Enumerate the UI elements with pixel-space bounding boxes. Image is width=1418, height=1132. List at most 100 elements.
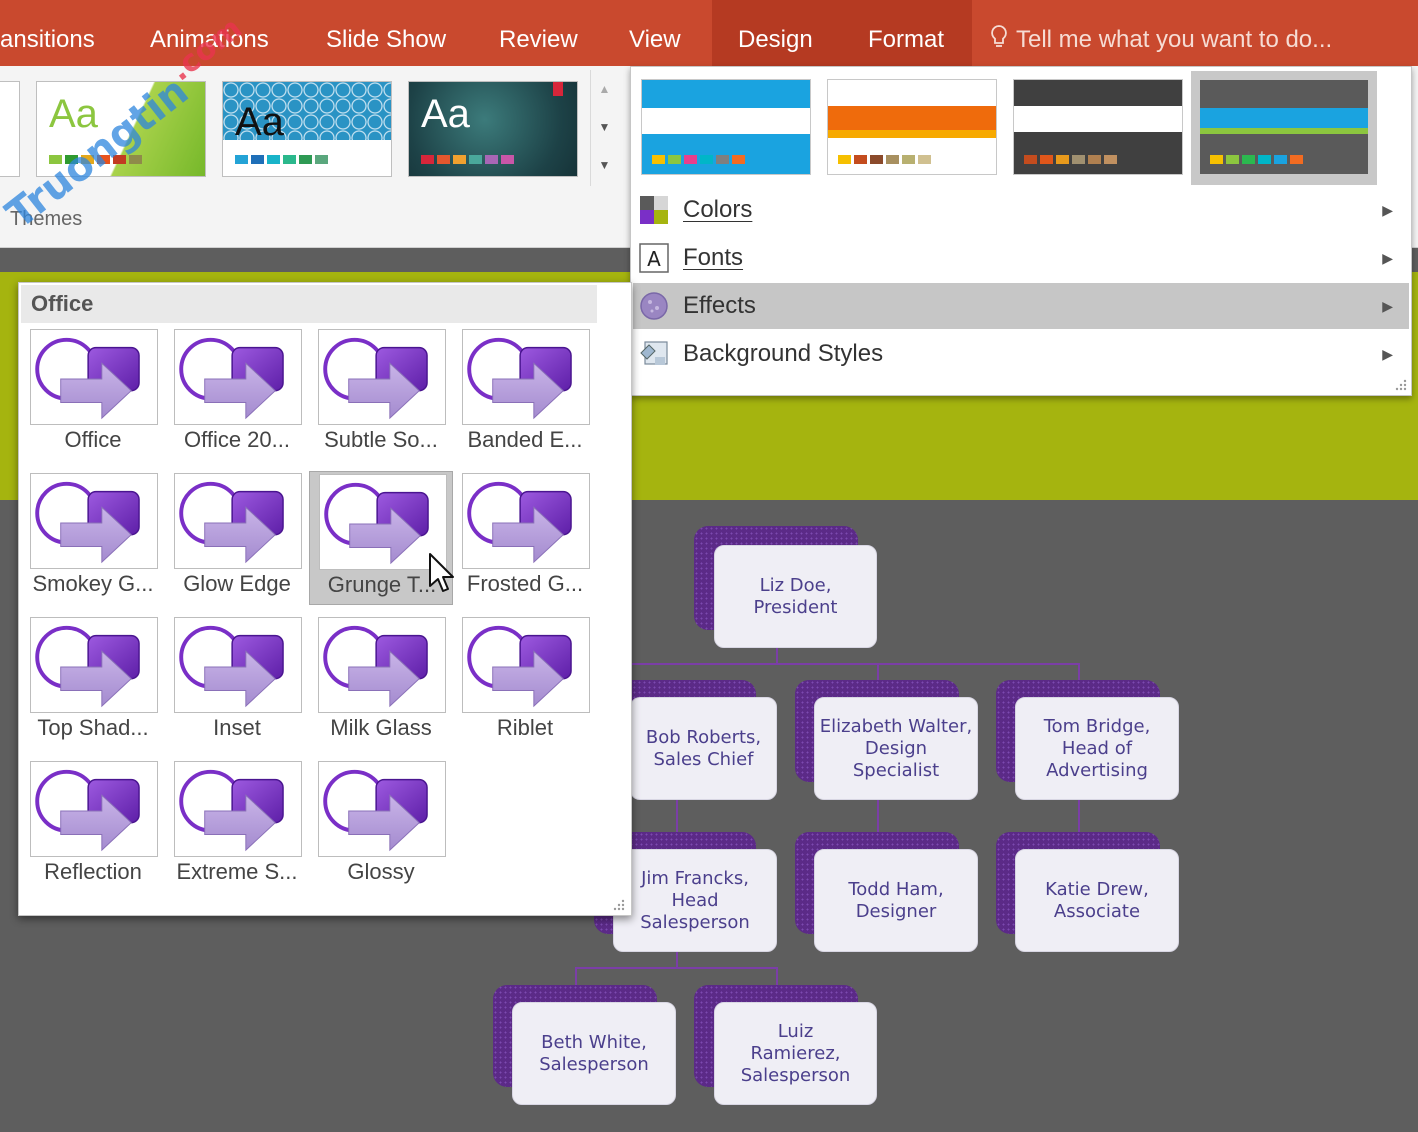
- org-node-elizabeth[interactable]: Elizabeth Walter, Design Specialist: [814, 697, 978, 800]
- connector: [1078, 800, 1080, 850]
- effect-label: Smokey G...: [32, 571, 154, 596]
- effect-option[interactable]: Banded E...: [453, 327, 597, 461]
- connector: [776, 648, 778, 664]
- tab-animations[interactable]: Animations: [150, 26, 269, 53]
- theme-preview-text: Aa: [421, 92, 470, 136]
- effect-option[interactable]: Grunge T...: [309, 471, 453, 605]
- tab-design[interactable]: Design: [712, 0, 972, 66]
- org-node-liz[interactable]: Liz Doe, President: [714, 545, 877, 648]
- org-node-todd[interactable]: Todd Ham, Designer: [814, 849, 978, 952]
- effect-label: Subtle So...: [324, 427, 438, 452]
- scroll-down-icon[interactable]: ▼: [598, 120, 611, 134]
- themes-group-label: Themes: [10, 208, 83, 230]
- org-node-text: Elizabeth Walter, Design Specialist: [819, 715, 973, 781]
- effects-icon: [640, 292, 668, 320]
- variant-swatches: [1210, 155, 1303, 164]
- color-palette-icon: [640, 196, 668, 224]
- font-icon: A: [639, 243, 669, 273]
- mouse-pointer-icon: [429, 553, 454, 592]
- effect-label: Glossy: [347, 859, 415, 884]
- lightbulb-icon: [991, 25, 1007, 47]
- effect-option[interactable]: Subtle So...: [309, 327, 453, 461]
- menu-item-label: Colors: [683, 196, 753, 223]
- watermark-logo: Truongtin .com: [0, 11, 249, 238]
- effect-option[interactable]: Office: [21, 327, 165, 461]
- background-styles-icon: [640, 341, 668, 365]
- org-node-beth[interactable]: Beth White, Salesperson: [512, 1002, 676, 1105]
- connector: [676, 800, 678, 850]
- effect-label: Riblet: [496, 715, 554, 740]
- submenu-arrow-icon: ▶: [1382, 202, 1393, 218]
- themes-gallery-scroller: ▲ ▼ ▼: [590, 70, 618, 186]
- more-themes-icon[interactable]: ▼: [598, 158, 611, 172]
- theme-thumb-dark[interactable]: Aa: [408, 81, 578, 177]
- theme-swatches: [421, 155, 514, 164]
- scroll-up-icon[interactable]: ▲: [598, 82, 611, 96]
- effect-preview-icon: [318, 761, 446, 857]
- effect-label: Top Shad...: [37, 715, 149, 740]
- menu-item-background-styles[interactable]: Background Styles ▶: [633, 331, 1409, 377]
- org-node-katie[interactable]: Katie Drew, Associate: [1015, 849, 1179, 952]
- variant-swatches: [838, 155, 931, 164]
- theme-thumb-pattern[interactable]: Aa: [222, 81, 392, 177]
- tab-view[interactable]: View: [629, 26, 681, 53]
- tell-me-search[interactable]: Tell me what you want to do...: [988, 0, 1332, 66]
- theme-preview-text: Aa: [49, 92, 98, 136]
- resize-grip-icon[interactable]: [1395, 379, 1407, 391]
- variant-thumb-gray[interactable]: [1199, 79, 1369, 175]
- org-node-bob[interactable]: Bob Roberts, Sales Chief: [630, 697, 777, 800]
- org-node-text: Beth White, Salesperson: [539, 1031, 649, 1075]
- org-node-text: Todd Ham, Designer: [848, 878, 944, 922]
- org-node-jim[interactable]: Jim Francks, Head Salesperson: [613, 849, 777, 952]
- tab-slide-show[interactable]: Slide Show: [326, 26, 447, 53]
- tell-me-text: Tell me what you want to do...: [1016, 26, 1333, 53]
- connector: [575, 967, 777, 969]
- variant-thumb-orange[interactable]: [827, 79, 997, 175]
- menu-item-label: Background Styles: [683, 340, 884, 367]
- menu-item-effects[interactable]: Effects ▶: [633, 283, 1409, 329]
- effect-preview-icon: [30, 617, 158, 713]
- effect-preview-icon: [318, 329, 446, 425]
- effects-gallery-header: Office: [21, 285, 597, 323]
- effect-option[interactable]: Glossy: [309, 759, 453, 893]
- effect-option[interactable]: Riblet: [453, 615, 597, 749]
- effect-option[interactable]: Extreme S...: [165, 759, 309, 893]
- effect-option[interactable]: Frosted G...: [453, 471, 597, 605]
- org-node-tom[interactable]: Tom Bridge, Head of Advertising: [1015, 697, 1179, 800]
- submenu-arrow-icon: ▶: [1382, 346, 1393, 362]
- menu-item-colors[interactable]: Colors ▶: [633, 187, 1409, 233]
- org-node-text: Tom Bridge, Head of Advertising: [1043, 715, 1151, 781]
- effect-label: Glow Edge: [183, 571, 291, 596]
- variants-dropdown: Colors ▶ A Fonts ▶ Effects ▶ Background …: [630, 66, 1412, 396]
- effect-preview-icon: [319, 474, 447, 570]
- variant-swatches: [1024, 155, 1117, 164]
- effect-label: Office 20...: [184, 427, 290, 452]
- variant-swatches: [652, 155, 745, 164]
- effect-option[interactable]: Inset: [165, 615, 309, 749]
- submenu-arrow-icon: ▶: [1382, 250, 1393, 266]
- org-node-luiz[interactable]: Luiz Ramierez, Salesperson: [714, 1002, 877, 1105]
- theme-thumb-facet[interactable]: Aa: [36, 81, 206, 177]
- effect-option[interactable]: Reflection: [21, 759, 165, 893]
- variant-thumb-blue[interactable]: [641, 79, 811, 175]
- effect-option[interactable]: Smokey G...: [21, 471, 165, 605]
- menu-item-fonts[interactable]: A Fonts ▶: [633, 235, 1409, 281]
- effect-label: Banded E...: [467, 427, 583, 452]
- effect-option[interactable]: Milk Glass: [309, 615, 453, 749]
- tab-transitions[interactable]: ansitions: [0, 26, 95, 53]
- effect-label: Milk Glass: [330, 715, 432, 740]
- effect-option[interactable]: Top Shad...: [21, 615, 165, 749]
- effect-option[interactable]: Glow Edge: [165, 471, 309, 605]
- theme-swatches: [235, 155, 328, 164]
- ribbon-tab-bar: ansitions Animations Slide Show Review V…: [0, 0, 1418, 66]
- theme-thumb-partial[interactable]: [0, 81, 20, 177]
- resize-grip-icon[interactable]: [613, 899, 625, 911]
- effect-preview-icon: [462, 329, 590, 425]
- effect-option[interactable]: Office 20...: [165, 327, 309, 461]
- connector: [877, 800, 879, 850]
- connector: [632, 663, 1080, 665]
- variant-thumb-dark[interactable]: [1013, 79, 1183, 175]
- tab-review[interactable]: Review: [499, 26, 578, 53]
- tab-format[interactable]: Format: [868, 26, 945, 53]
